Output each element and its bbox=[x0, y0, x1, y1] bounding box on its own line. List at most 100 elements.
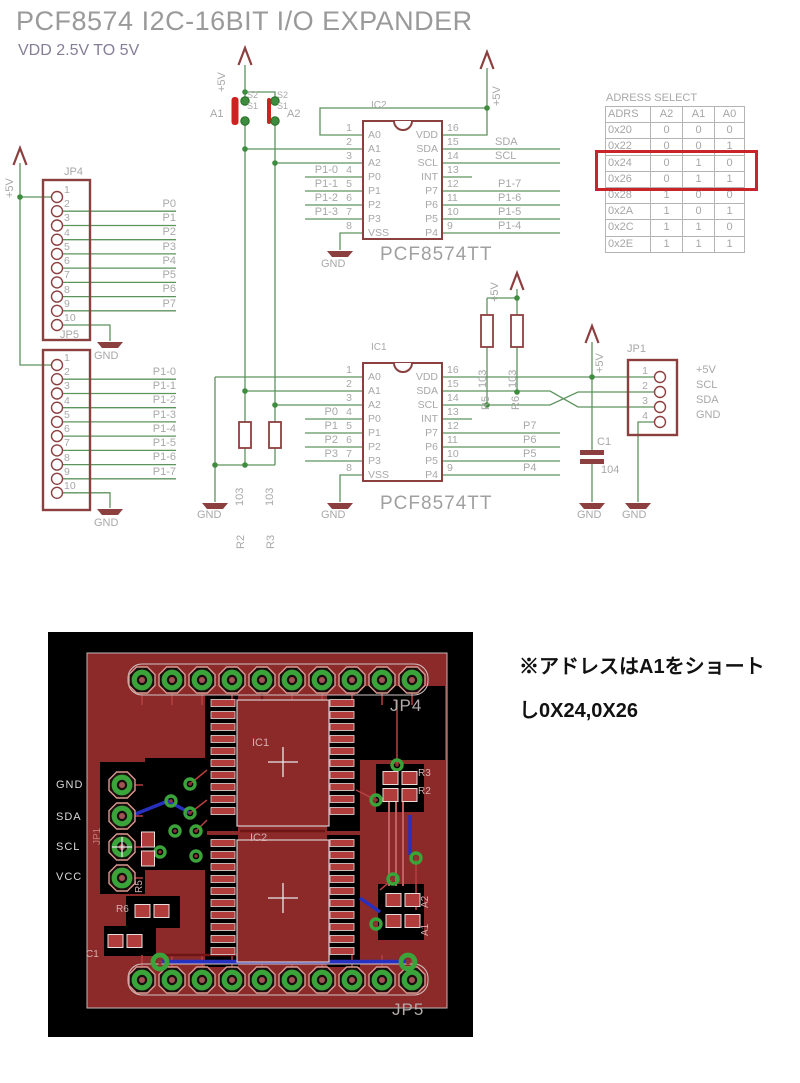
table-cell: 0x20 bbox=[606, 122, 650, 138]
pcb-r2-label: R2 bbox=[418, 786, 431, 797]
r2-value: 103 bbox=[234, 487, 246, 506]
ic1-right-pin-numbers: 16 15 14 13 12 11 10 9 bbox=[447, 363, 459, 475]
pin-number: 9 bbox=[447, 220, 453, 232]
net-label: P2 bbox=[324, 434, 338, 446]
pin-name: P3 bbox=[368, 455, 381, 467]
pin-number: 4 bbox=[346, 164, 352, 176]
pin-number: 6 bbox=[346, 192, 352, 204]
pin-name: SDA bbox=[416, 385, 438, 397]
net-label: P2 bbox=[162, 226, 176, 239]
pcb-c1-label: C1 bbox=[86, 949, 99, 960]
table-cell: 0 bbox=[650, 154, 682, 171]
pin-number: 3 bbox=[346, 150, 352, 162]
net-label: P1 bbox=[162, 212, 176, 225]
pcb-r6-label: R6 bbox=[116, 904, 129, 915]
address-note-line1: ※アドレスはA1をショート bbox=[519, 656, 765, 678]
plus5v-label: +5V bbox=[4, 178, 16, 198]
gnd-label: GND bbox=[197, 509, 222, 521]
ic1-left-nets: P0 P1 P2 P3 bbox=[294, 405, 338, 461]
pin-number: 5 bbox=[64, 240, 70, 253]
jp5-port-nets: P1-0 P1-1 P1-2 P1-3 P1-4 P1-5 P1-6 P1-7 bbox=[130, 365, 176, 479]
r5-designator: R5 bbox=[480, 395, 492, 410]
ic1-right-nets: P7 P6 P5 P4 bbox=[523, 419, 536, 475]
c1-value: 104 bbox=[601, 464, 620, 476]
pin-number: 4 bbox=[64, 226, 70, 239]
pin-name: P1 bbox=[368, 427, 381, 439]
plus5v-label: +5V bbox=[489, 282, 501, 302]
pin-number: 4 bbox=[346, 406, 352, 418]
ic2-i2c-nets: SDA SCL bbox=[495, 135, 518, 163]
table-cell: 1 bbox=[650, 219, 682, 236]
capacitor-plate bbox=[580, 450, 604, 455]
pcb-jp4-label: JP4 bbox=[390, 696, 423, 715]
pin-number: 15 bbox=[447, 378, 459, 390]
pin-name: VSS bbox=[368, 227, 390, 239]
jumper-pad-label: S1 bbox=[247, 101, 259, 111]
address-note-line2: し0X24,0X26 bbox=[519, 700, 638, 722]
pin-name: P7 bbox=[425, 427, 438, 439]
plus5v-label: +5V bbox=[491, 86, 503, 106]
pin-number: 12 bbox=[447, 420, 459, 432]
capacitor-plate bbox=[580, 459, 604, 464]
jp1-designator: JP1 bbox=[627, 343, 646, 355]
pin-number: 7 bbox=[346, 448, 352, 460]
ic1-right-pin-names: VDD SDA SCL INT P7 P6 P5 P4 bbox=[393, 370, 438, 482]
pin-number: 1 bbox=[64, 352, 70, 364]
net-label: P6 bbox=[523, 434, 537, 446]
pcb-r5-label: R5 bbox=[134, 880, 145, 893]
r3-designator: R3 bbox=[265, 534, 277, 549]
pin-number: 2 bbox=[642, 380, 648, 393]
net-label: SCL bbox=[495, 150, 517, 162]
pin-number: 1 bbox=[642, 365, 648, 377]
table-cell: 0x2A bbox=[606, 203, 650, 219]
net-label: P5 bbox=[162, 269, 176, 282]
pin-name: P3 bbox=[368, 213, 381, 225]
ic1-left-pin-numbers: 1 2 3 4 5 6 7 8 bbox=[330, 363, 352, 475]
pcb-a2-label: A2 bbox=[420, 895, 431, 908]
net-label: P1-6 bbox=[152, 451, 176, 464]
jumper-a1-designator: A1 bbox=[210, 108, 224, 120]
pin-number: 5 bbox=[64, 408, 70, 421]
net-label: +5V bbox=[696, 364, 716, 376]
net-label: P7 bbox=[523, 420, 537, 432]
pin-number: 14 bbox=[447, 392, 459, 404]
pin-name: A0 bbox=[368, 129, 381, 141]
jp1-pin-numbers: 1 2 3 4 bbox=[634, 364, 648, 424]
net-label: P5 bbox=[523, 448, 537, 460]
table-cell: 1 bbox=[650, 235, 682, 252]
table-cell: 0 bbox=[714, 154, 744, 171]
r6-designator: R6 bbox=[510, 395, 522, 410]
pcb-scl-label: SCL bbox=[56, 841, 81, 853]
net-label: P3 bbox=[162, 240, 176, 253]
ic2-right-pin-names: VDD SDA SCL INT P7 P6 P5 P4 bbox=[393, 128, 438, 240]
pin-number: 3 bbox=[346, 392, 352, 404]
net-label: P4 bbox=[162, 254, 176, 267]
pin-number: 2 bbox=[64, 198, 70, 211]
pin-name: P4 bbox=[425, 227, 438, 239]
net-label: P1-6 bbox=[498, 192, 522, 204]
table-cell: 0 bbox=[682, 122, 714, 139]
pin-number: 4 bbox=[642, 410, 648, 423]
pin-number: 10 bbox=[64, 311, 76, 324]
jumper-pad-label: S1 bbox=[277, 101, 289, 111]
table-cell: 0x22 bbox=[606, 138, 650, 154]
table-header: ADRS bbox=[608, 108, 639, 120]
table-cell: 0x2C bbox=[606, 219, 650, 235]
r3-value: 103 bbox=[264, 487, 276, 506]
pin-name: VSS bbox=[368, 469, 390, 481]
page-subtitle: VDD 2.5V TO 5V bbox=[18, 42, 140, 59]
ic2-designator: IC2 bbox=[371, 100, 387, 111]
page-title: PCF8574 I2C-16BIT I/O EXPANDER bbox=[16, 6, 473, 36]
pin-number: 15 bbox=[447, 136, 459, 148]
ic2-left-pin-numbers: 1 2 3 4 5 6 7 8 bbox=[330, 121, 352, 233]
table-cell: 0 bbox=[714, 122, 744, 139]
pin-name: VDD bbox=[415, 129, 438, 141]
pcb-jp1-label: JP1 bbox=[92, 827, 103, 845]
pin-number: 1 bbox=[346, 122, 352, 134]
gnd-label: GND bbox=[94, 350, 119, 362]
pin-name: A1 bbox=[368, 143, 381, 155]
table-cell: 1 bbox=[682, 219, 714, 236]
table-cell: 0 bbox=[682, 203, 714, 220]
